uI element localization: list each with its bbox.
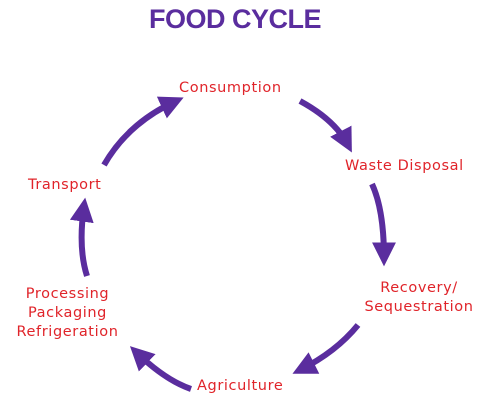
arrow-consumption-to-waste-disposal [298, 98, 352, 153]
stage-processing-line-3: Refrigeration [16, 324, 119, 340]
stage-recovery-sequestration: Recovery/ Sequestration [358, 279, 480, 317]
stage-processing-packaging-refrigeration: Processing Packaging Refrigeration [10, 285, 125, 342]
stage-agriculture: Agriculture [197, 377, 283, 396]
arrow-agriculture-to-processing [129, 346, 193, 392]
stage-recovery-line-2: Sequestration [364, 299, 474, 315]
arrow-waste-disposal-to-recovery [369, 182, 396, 267]
arrow-transport-to-consumption [101, 96, 184, 167]
arrow-recovery-to-agriculture [292, 323, 361, 374]
stage-processing-line-2: Packaging [27, 305, 107, 321]
diagram-title: FOOD CYCLE [148, 4, 322, 34]
stage-agriculture-line: Agriculture [197, 378, 284, 394]
stage-consumption: Consumption [179, 79, 282, 98]
stage-waste-disposal: Waste Disposal [345, 157, 464, 176]
stage-processing-line-1: Processing [25, 286, 110, 302]
stage-transport: Transport [28, 176, 101, 195]
stage-recovery-line-1: Recovery/ [380, 280, 458, 296]
arrow-processing-to-transport [69, 197, 94, 277]
stage-consumption-line: Consumption [179, 80, 282, 96]
stage-transport-line: Transport [28, 177, 102, 193]
stage-waste-disposal-line: Waste Disposal [345, 158, 464, 174]
